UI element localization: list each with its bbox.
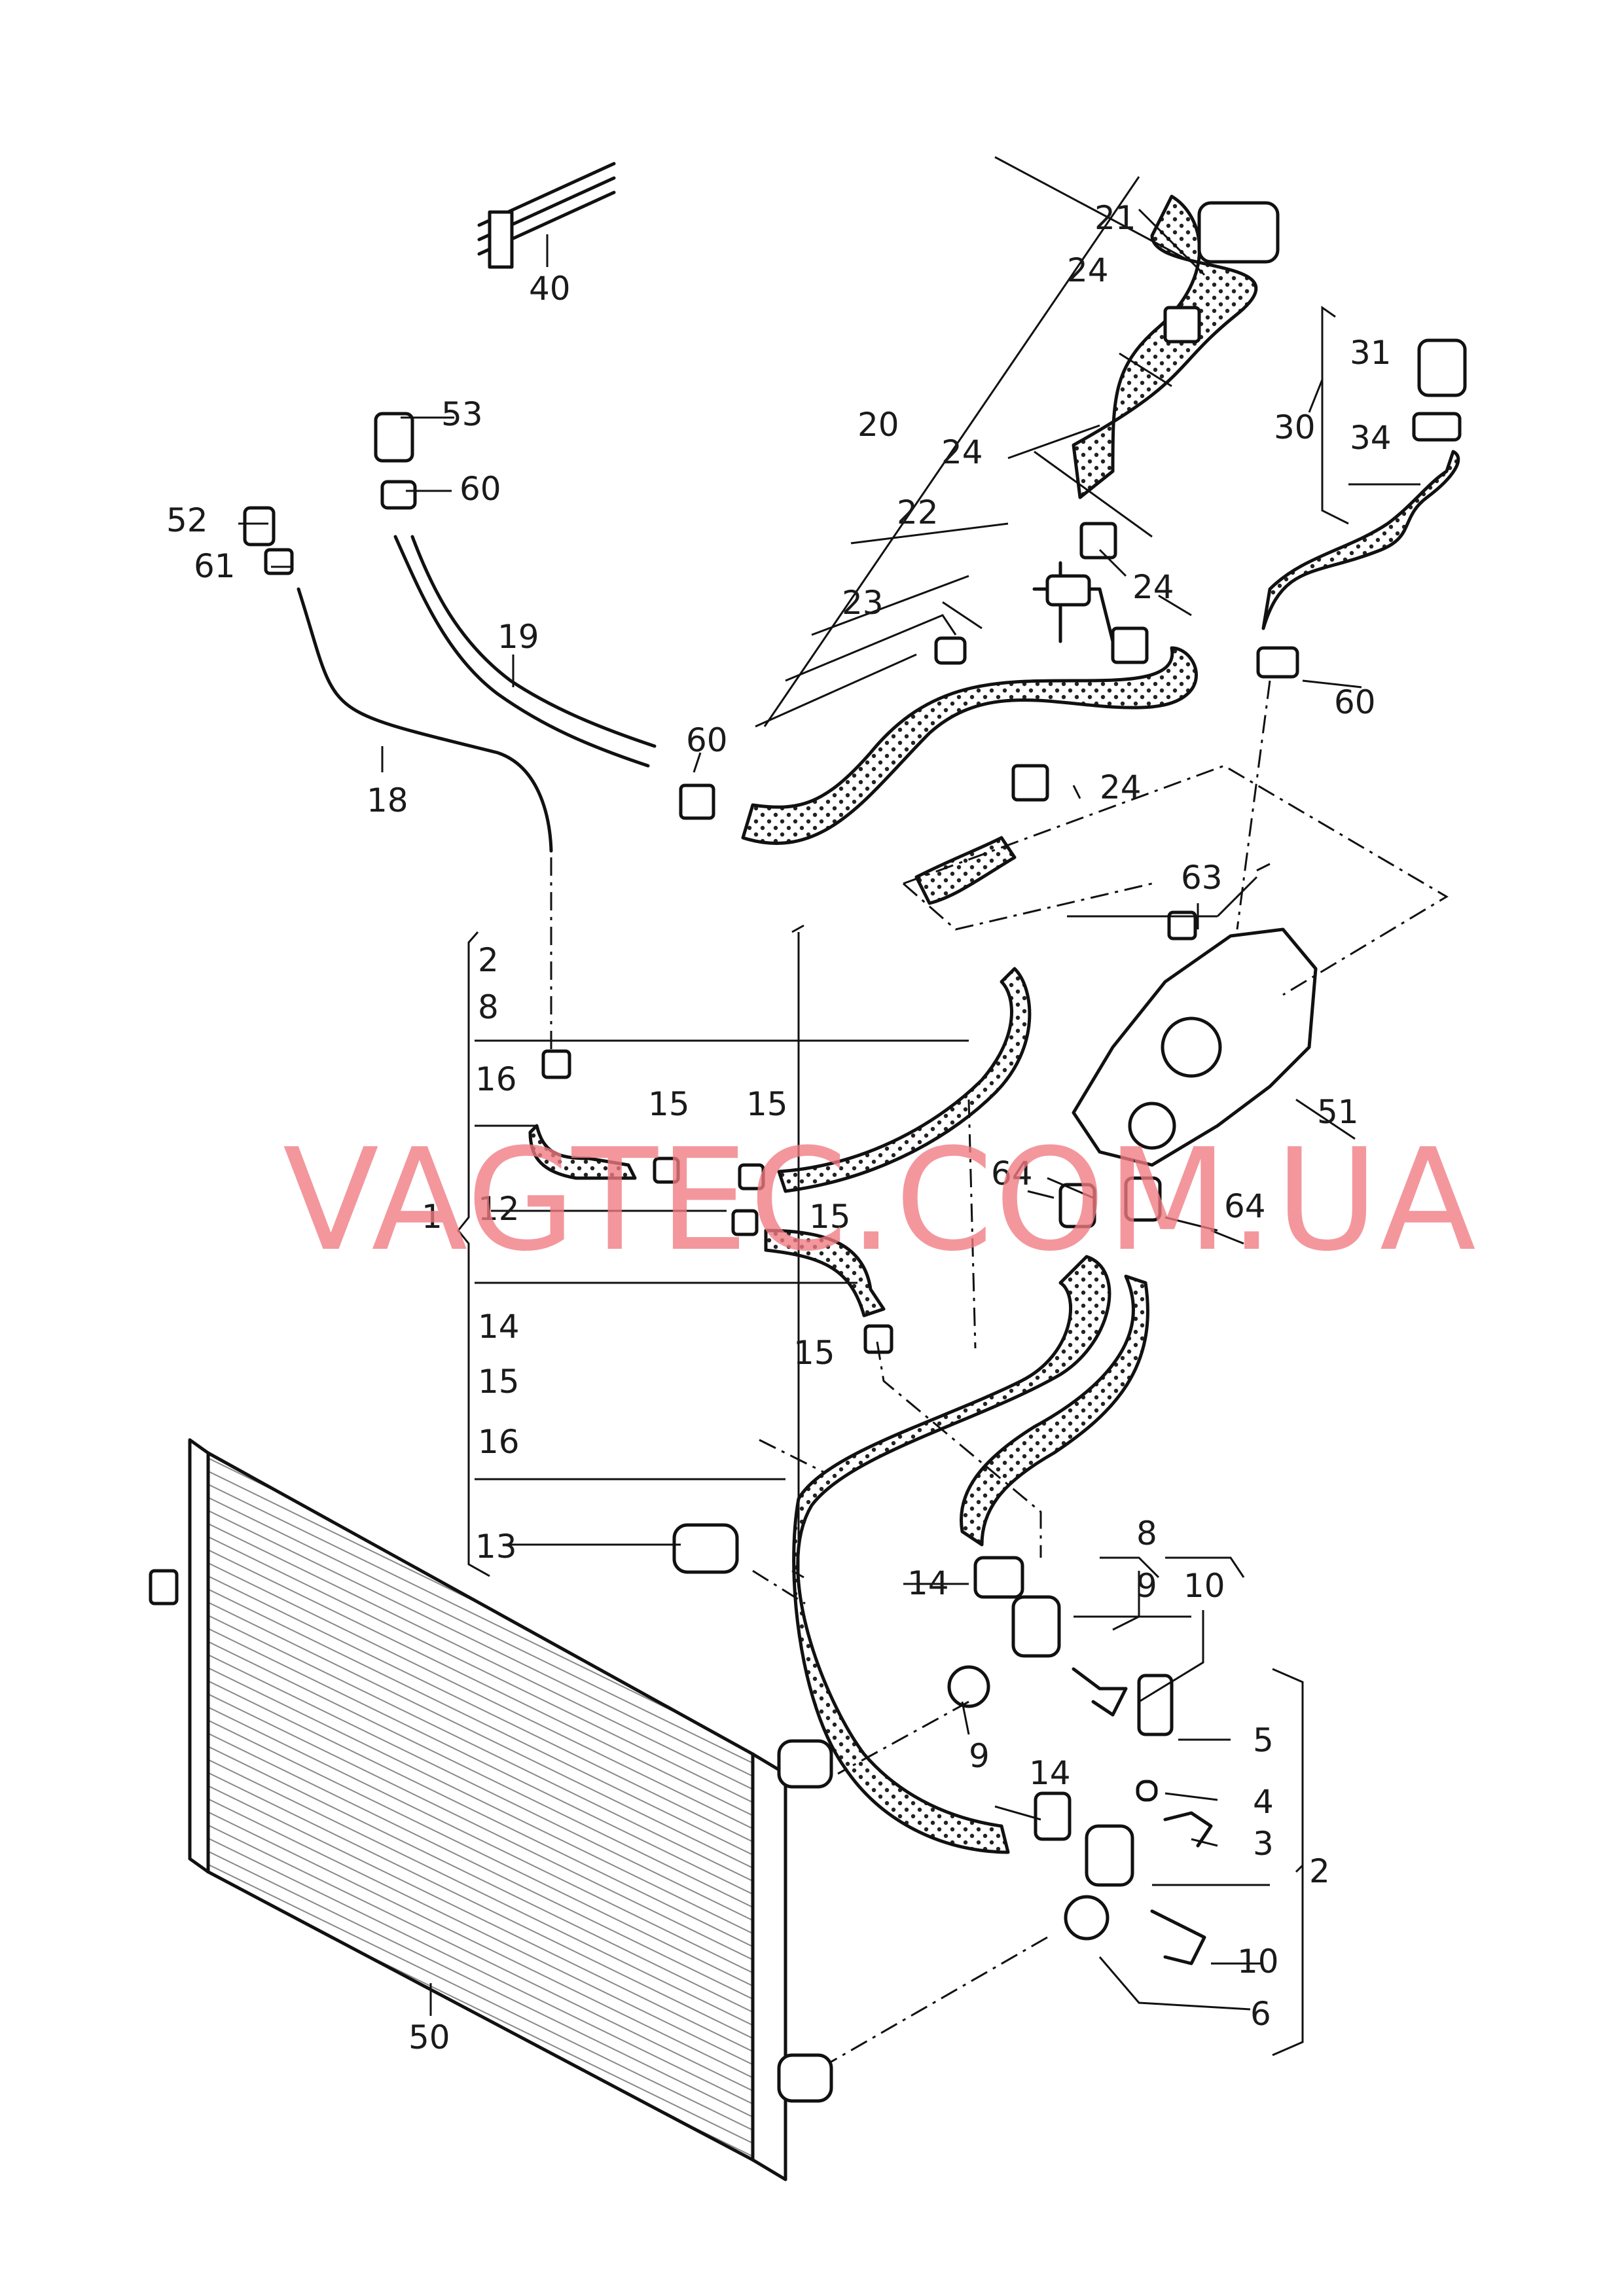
callout-15: 15 <box>793 1334 835 1372</box>
callout-12: 12 <box>478 1190 520 1228</box>
callout-24: 24 <box>1067 251 1109 289</box>
callout-2: 2 <box>1309 1852 1330 1890</box>
callout-31: 31 <box>1350 334 1392 372</box>
callout-21: 21 <box>1094 199 1136 237</box>
callout-4: 4 <box>1253 1783 1274 1821</box>
callout-40: 40 <box>529 270 571 308</box>
callout-14: 14 <box>907 1564 949 1602</box>
callout-60: 60 <box>460 470 501 508</box>
coolant-pipe-part-19 <box>374 412 715 820</box>
callout-9: 9 <box>969 1737 990 1775</box>
callout-8: 8 <box>478 988 499 1026</box>
callout-1: 1 <box>422 1198 442 1236</box>
callout-5: 5 <box>1253 1721 1274 1759</box>
callout-9: 9 <box>1136 1567 1157 1605</box>
callout-20: 20 <box>857 406 899 444</box>
hose-assembly-part-30 <box>1256 338 1467 679</box>
callout-51: 51 <box>1317 1093 1359 1131</box>
callout-24: 24 <box>941 433 983 471</box>
callout-2: 2 <box>478 941 499 979</box>
callout-53: 53 <box>441 395 483 433</box>
cable-tie-part-40 <box>477 162 616 269</box>
hose-assembly-part-20 <box>741 194 1280 905</box>
callout-6: 6 <box>1250 1995 1271 2033</box>
callout-60: 60 <box>1334 683 1376 721</box>
callout-14: 14 <box>478 1308 520 1346</box>
callout-23: 23 <box>842 584 884 622</box>
watermark-text: VAGTEC.COM.UA <box>283 1118 1477 1282</box>
callout-14: 14 <box>1029 1754 1071 1792</box>
callout-22: 22 <box>897 493 939 531</box>
callout-labels: 1 2 8 16 12 14 15 16 13 15 15 15 15 18 1… <box>166 199 1392 2056</box>
callout-16: 16 <box>475 1060 517 1098</box>
leader-lines <box>238 156 1420 2056</box>
callout-15: 15 <box>809 1198 851 1236</box>
callout-64: 64 <box>991 1155 1033 1193</box>
callout-3: 3 <box>1253 1825 1274 1863</box>
callout-61: 61 <box>194 547 236 585</box>
callout-63: 63 <box>1181 859 1223 897</box>
callout-8: 8 <box>1136 1515 1157 1552</box>
callout-50: 50 <box>408 2018 450 2056</box>
callout-18: 18 <box>367 781 408 819</box>
dash-dot-reference-lines <box>550 680 1449 2063</box>
callout-15: 15 <box>648 1085 690 1123</box>
callout-60: 60 <box>686 721 728 759</box>
callout-19: 19 <box>497 618 539 656</box>
callout-10: 10 <box>1183 1567 1225 1605</box>
callout-10: 10 <box>1237 1943 1279 1981</box>
callout-30: 30 <box>1274 408 1316 446</box>
callout-24: 24 <box>1100 768 1142 806</box>
radiator-part-50 <box>149 1438 833 2181</box>
callout-16: 16 <box>478 1423 520 1461</box>
callout-13: 13 <box>475 1528 517 1566</box>
callout-34: 34 <box>1350 419 1392 457</box>
callout-64: 64 <box>1224 1187 1266 1225</box>
small-hoses-part-1 <box>528 967 1032 1354</box>
callout-52: 52 <box>166 501 208 539</box>
callout-15: 15 <box>478 1363 520 1401</box>
callout-15: 15 <box>746 1085 788 1123</box>
callout-24: 24 <box>1132 568 1174 606</box>
radiator-hose-main <box>672 1255 1213 1965</box>
